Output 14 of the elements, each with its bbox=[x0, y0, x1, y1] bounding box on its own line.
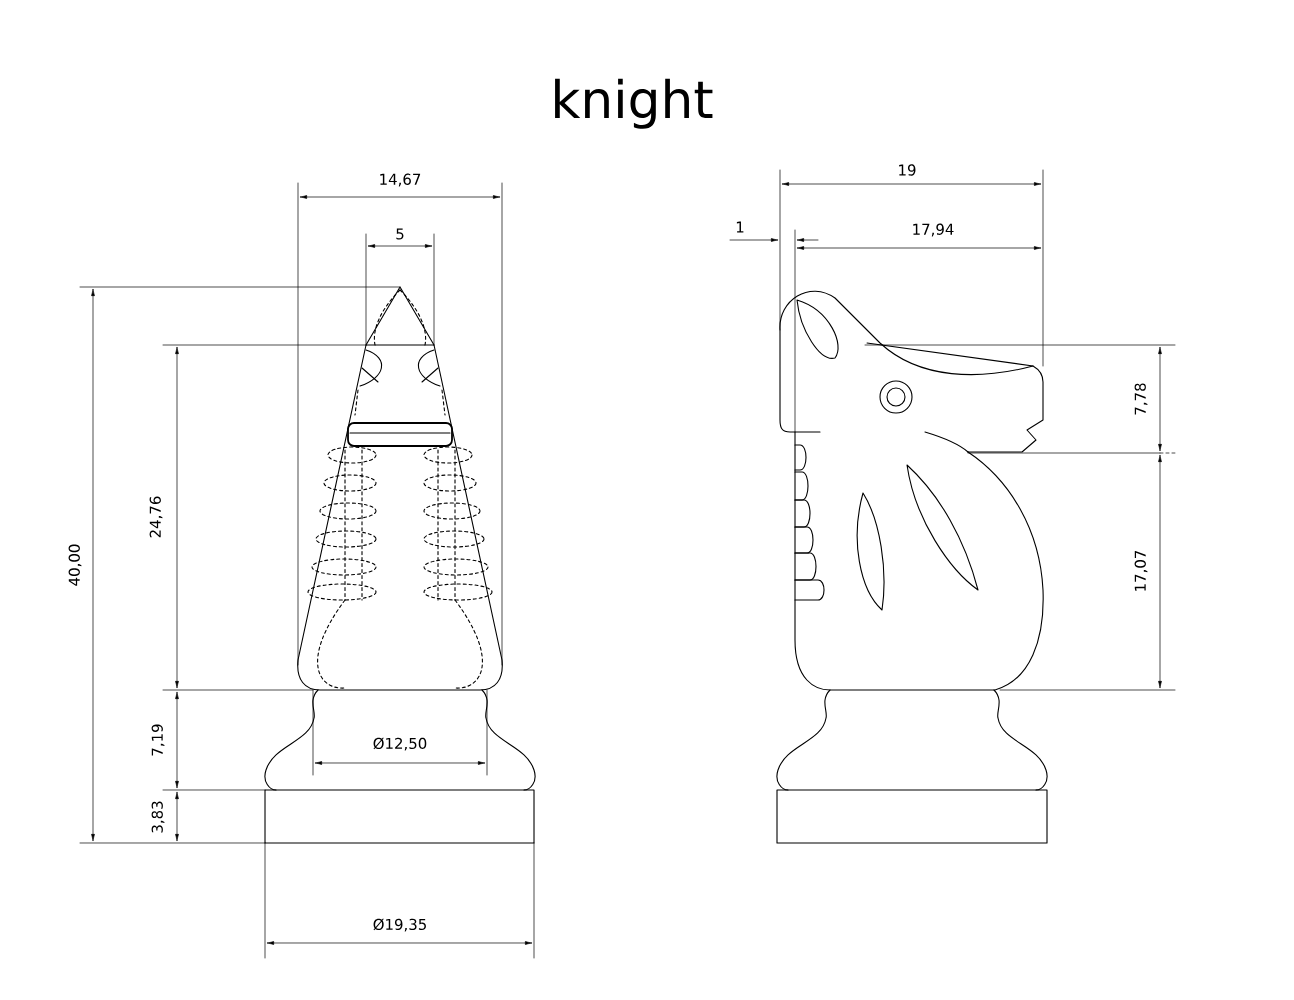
dimension-text: Ø12,50 bbox=[373, 737, 427, 751]
dimension-text: 17,94 bbox=[913, 223, 954, 237]
dimension-text: 19 bbox=[899, 164, 916, 176]
dimension-text: 17,07 bbox=[1134, 550, 1148, 591]
title: knight bbox=[555, 78, 713, 129]
dimension-text: Ø19,35 bbox=[373, 918, 426, 932]
dimension-text: 7,78 bbox=[1134, 383, 1148, 415]
dimension-text: 5 bbox=[396, 228, 404, 240]
dimension-text: 24,76 bbox=[149, 496, 163, 538]
dimension-text: 1 bbox=[736, 221, 744, 233]
dimension-text: 3,83 bbox=[151, 801, 165, 833]
dimension-text: 14,67 bbox=[380, 173, 421, 187]
dimension-text: 40,00 bbox=[68, 544, 82, 586]
dimension-text: 7,19 bbox=[151, 724, 165, 756]
